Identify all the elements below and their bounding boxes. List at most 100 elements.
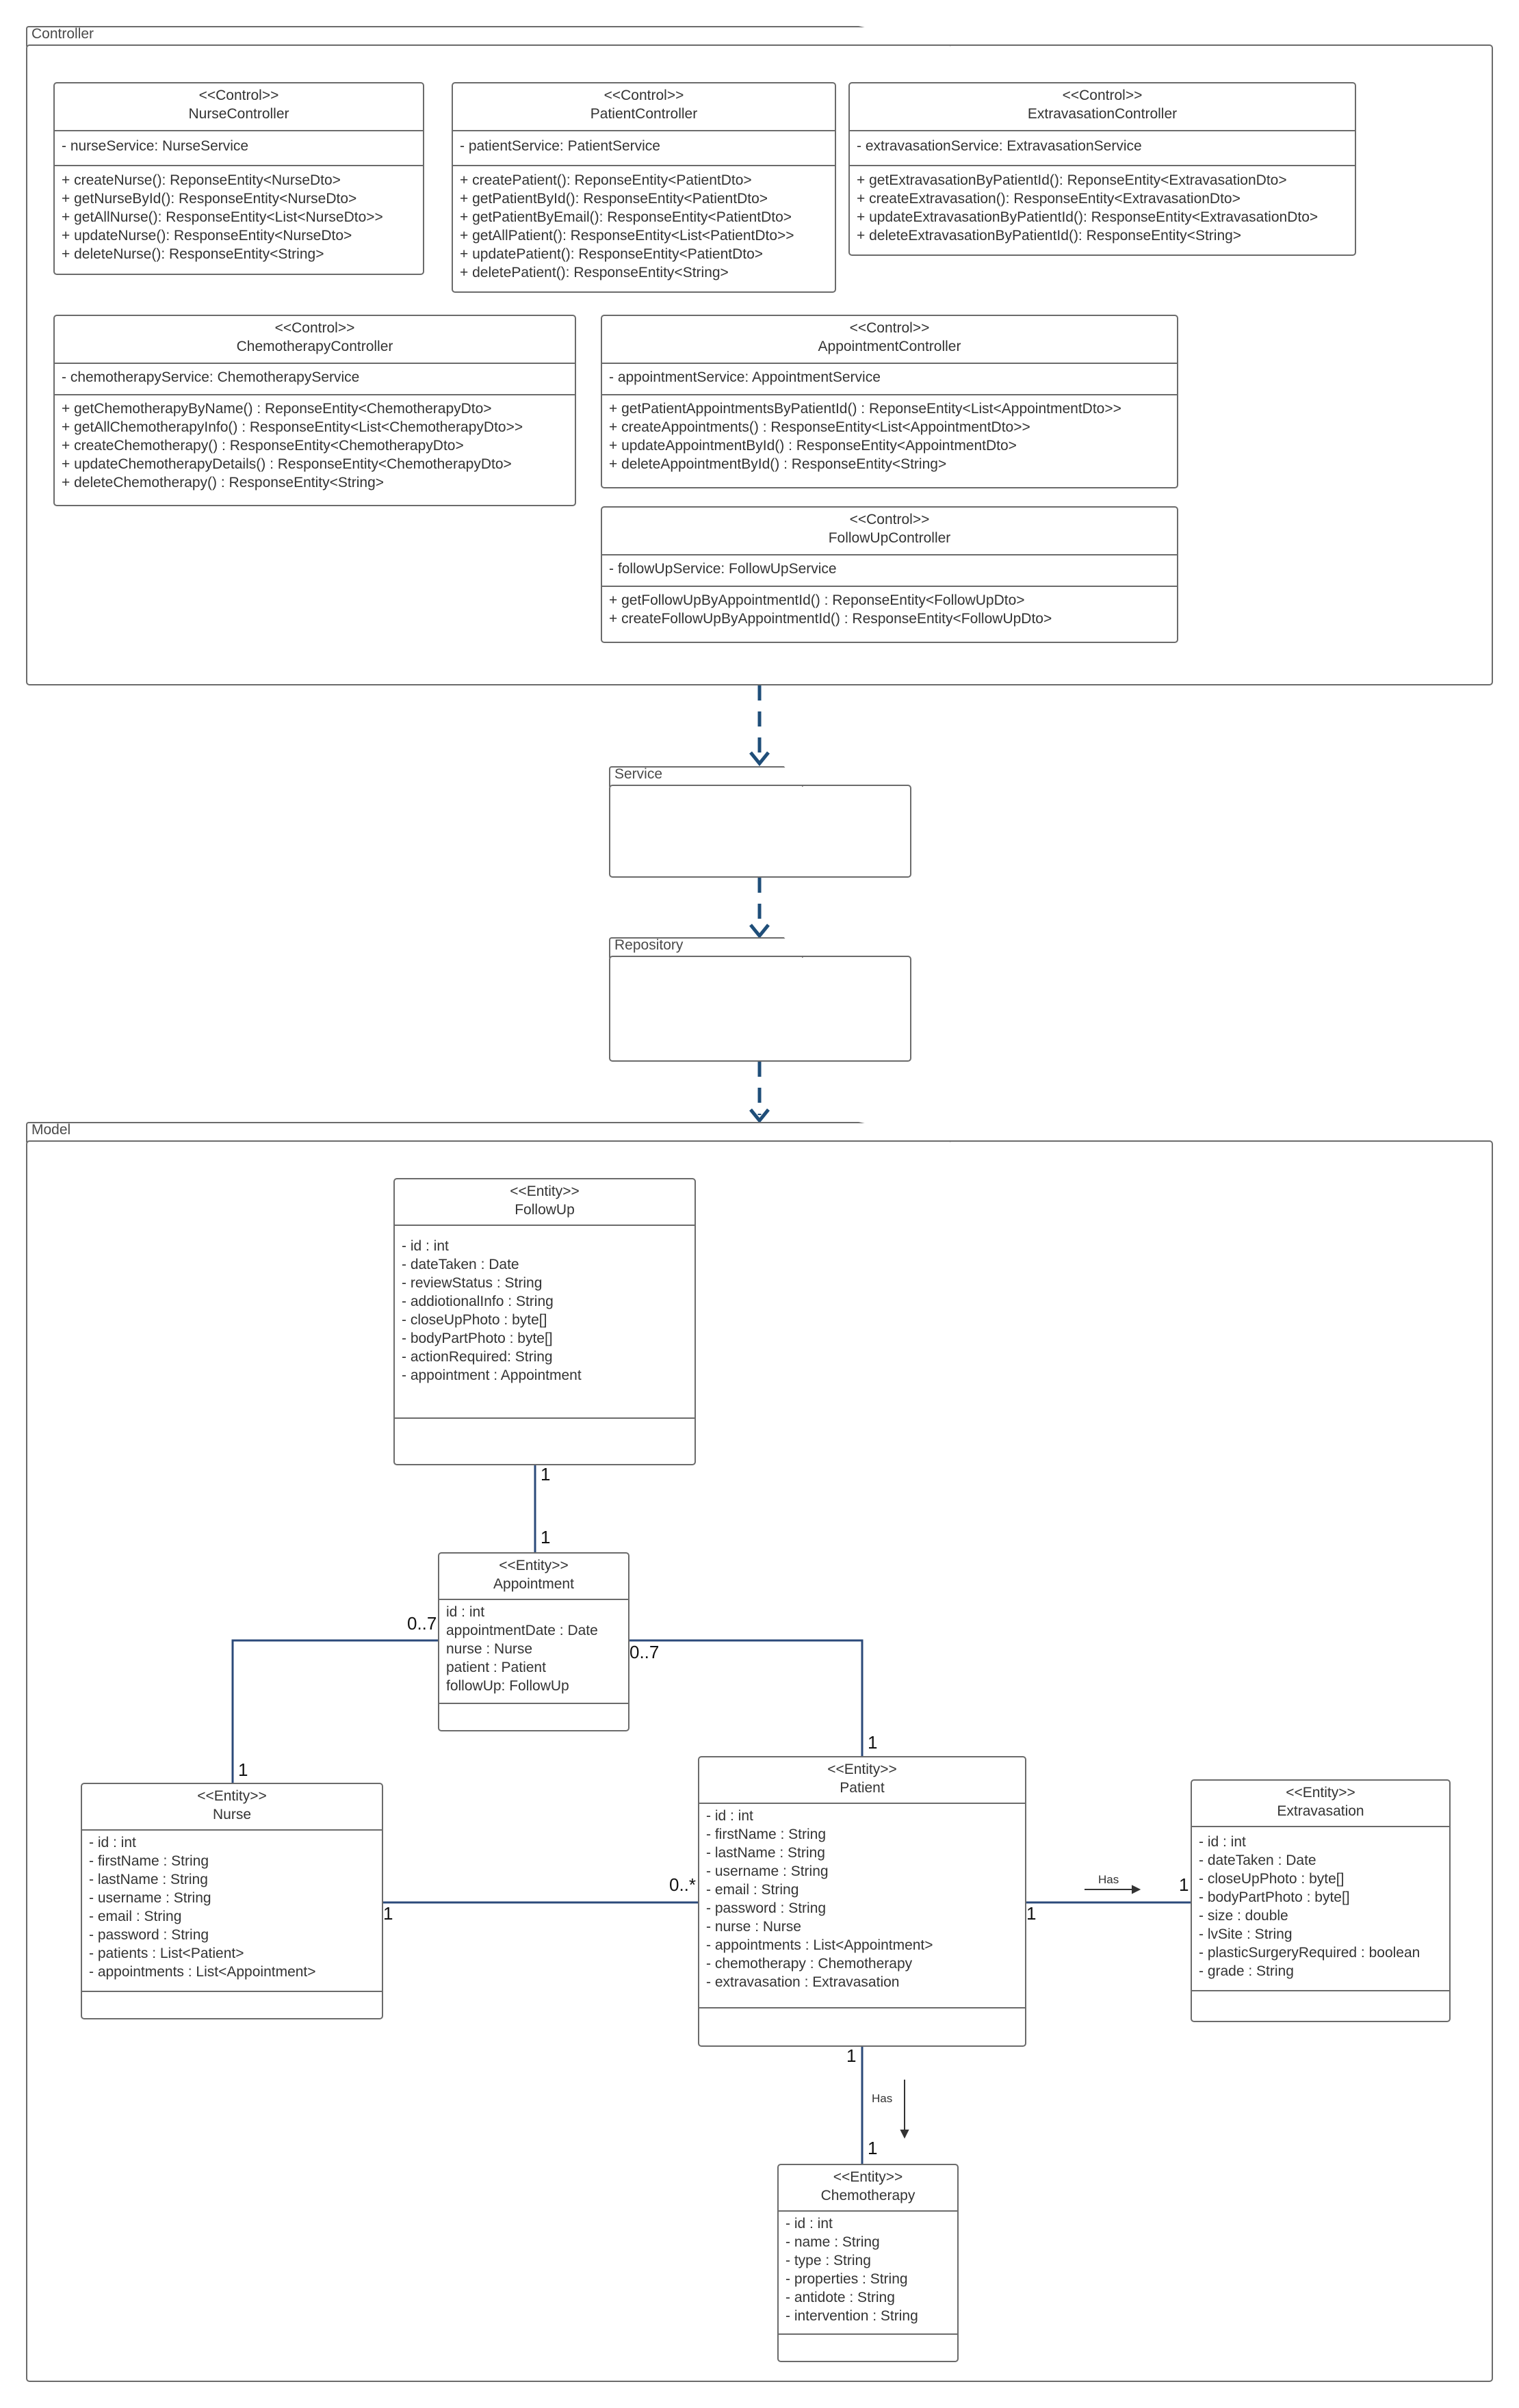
method: + createChemotherapy() : ResponseEntity<… [62,438,464,454]
attribute: - addiotionalInfo : String [402,1294,554,1309]
multiplicity-nurse-patient-nurse-end: 1 [383,1903,393,1924]
attribute: - antidote : String [786,2290,895,2305]
attribute: - followUpService: FollowUpService [609,561,837,577]
model-package [26,1140,1493,2382]
appointment-controller-class[interactable]: <<Control>> AppointmentController - appo… [601,315,1178,488]
extravasation-controller-class[interactable]: <<Control>> ExtravasationController - ex… [848,82,1356,256]
method: + deleteExtravasationByPatientId(): Resp… [857,228,1242,244]
chemotherapy-controller-class[interactable]: <<Control>> ChemotherapyController - che… [53,315,576,506]
nurse-entity-class[interactable]: <<Entity>> Nurse - id : int - firstName … [81,1783,383,2019]
class-separator [55,165,423,166]
class-separator [779,2333,957,2335]
method: + updateNurse(): ResponseEntity<NurseDto… [62,228,352,244]
followup-controller-class[interactable]: <<Control>> FollowUpController - followU… [601,506,1178,643]
controller-package-label: Controller [31,26,94,42]
attribute: - username : String [89,1890,211,1906]
attribute: - id : int [1199,1834,1246,1850]
class-attributes: - nurseService: NurseService [62,137,248,155]
class-attributes: - extravasationService: ExtravasationSer… [857,137,1142,155]
class-separator [55,130,423,131]
class-separator [699,2007,1025,2008]
attribute: - id : int [402,1238,449,1254]
association-label-has-chemotherapy: Has [872,2092,893,2105]
attribute: - closeUpPhoto : byte[] [402,1312,547,1328]
attribute: - size : double [1199,1908,1288,1924]
method: + getExtravasationByPatientId(): Reponse… [857,172,1287,188]
controller-package [26,44,1493,685]
class-attributes: - id : int - name : String - type : Stri… [786,2214,918,2325]
class-separator [55,363,575,364]
has-direction-arrows [900,1885,1141,2139]
multiplicity-followup-top: 1 [541,1464,551,1484]
attribute: - patientService: PatientService [460,138,660,154]
attribute: - firstName : String [89,1853,209,1869]
dep-arrowhead-service [749,751,770,766]
class-separator [453,130,835,131]
followup-entity-class[interactable]: <<Entity>> FollowUp - id : int - dateTak… [393,1178,696,1465]
has-arrow-chemotherapy-head [900,2130,909,2139]
dep-arrowhead-repository [749,924,770,939]
class-methods: + getPatientAppointmentsByPatientId() : … [609,400,1121,473]
method: + createPatient(): ReponseEntity<Patient… [460,172,752,188]
nurse-controller-class[interactable]: <<Control>> NurseController - nurseServi… [53,82,424,275]
class-stereotype: <<Control>> [603,88,684,103]
class-attributes: - id : int - dateTaken : Date - closeUpP… [1199,1833,1420,1980]
attribute: appointmentDate : Date [446,1623,598,1638]
attribute: followUp: FollowUp [446,1678,569,1694]
attribute: - id : int [786,2216,833,2232]
method: + createNurse(): ReponseEntity<NurseDto> [62,172,341,188]
class-attributes: - appointmentService: AppointmentService [609,368,881,387]
class-attributes: - chemotherapyService: ChemotherapyServi… [62,368,359,387]
attribute: - appointment : Appointment [402,1367,582,1383]
class-separator [453,165,835,166]
attribute: - email : String [706,1882,799,1898]
multiplicity-appointment-nurse-side: 0..7 [407,1613,437,1634]
attribute: - appointmentService: AppointmentService [609,369,881,385]
controller-package-tab [26,26,951,47]
class-stereotype: <<Control>> [274,320,355,336]
multiplicity-patient-extravasation-extravasation-end: 1 [1179,1874,1189,1895]
class-separator [1192,1826,1449,1827]
class-attributes: - followUpService: FollowUpService [609,560,837,578]
class-separator [850,165,1355,166]
method: + createAppointments() : ResponseEntity<… [609,419,1030,435]
attribute: - lastName : String [89,1872,208,1887]
method: + getAllChemotherapyInfo() : ResponseEnt… [62,419,523,435]
method: + updateChemotherapyDetails() : Response… [62,456,512,472]
attribute: - grade : String [1199,1963,1294,1979]
repository-package [609,956,911,1062]
class-separator [779,2210,957,2212]
assoc-appointment-nurse [231,1639,438,1783]
attribute: - chemotherapy : Chemotherapy [706,1956,913,1972]
class-stereotype: <<Control>> [1062,88,1143,103]
dep-arrowhead-model [749,1108,770,1123]
assoc-appointment-patient [629,1639,864,1756]
class-name: Appointment [493,1576,574,1592]
attribute: - bodyPartPhoto : byte[] [1199,1889,1350,1905]
method: + getPatientById(): ResponseEntity<Patie… [460,191,768,207]
extravasation-entity-class[interactable]: <<Entity>> Extravasation - id : int - da… [1191,1779,1451,2022]
appointment-entity-class[interactable]: <<Entity>> Appointment id : int appointm… [438,1552,629,1731]
class-stereotype: <<Entity>> [510,1183,580,1199]
attribute: - nurseService: NurseService [62,138,249,154]
attribute: - dateTaken : Date [402,1257,519,1272]
chemotherapy-entity-class[interactable]: <<Entity>> Chemotherapy - id : int - nam… [777,2164,959,2362]
method: + getChemotherapyByName() : ReponseEntit… [62,401,492,417]
attribute: - properties : String [786,2271,908,2287]
class-separator [602,554,1177,555]
patient-entity-class[interactable]: <<Entity>> Patient - id : int - firstNam… [698,1756,1026,2047]
method: + getAllPatient(): ResponseEntity<List<P… [460,228,794,244]
class-name: ExtravasationController [1027,106,1178,122]
class-name: FollowUp [515,1202,575,1218]
attribute: - lvSite : String [1199,1926,1293,1942]
attribute: - name : String [786,2234,880,2250]
attribute: patient : Patient [446,1660,546,1675]
attribute: - type : String [786,2253,871,2268]
class-separator [602,394,1177,395]
class-stereotype: <<Entity>> [833,2169,903,2185]
service-package-label: Service [614,766,663,782]
patient-controller-class[interactable]: <<Control>> PatientController - patientS… [452,82,836,293]
class-attributes: - id : int - firstName : String - lastNa… [89,1833,316,1981]
class-separator [55,394,575,395]
